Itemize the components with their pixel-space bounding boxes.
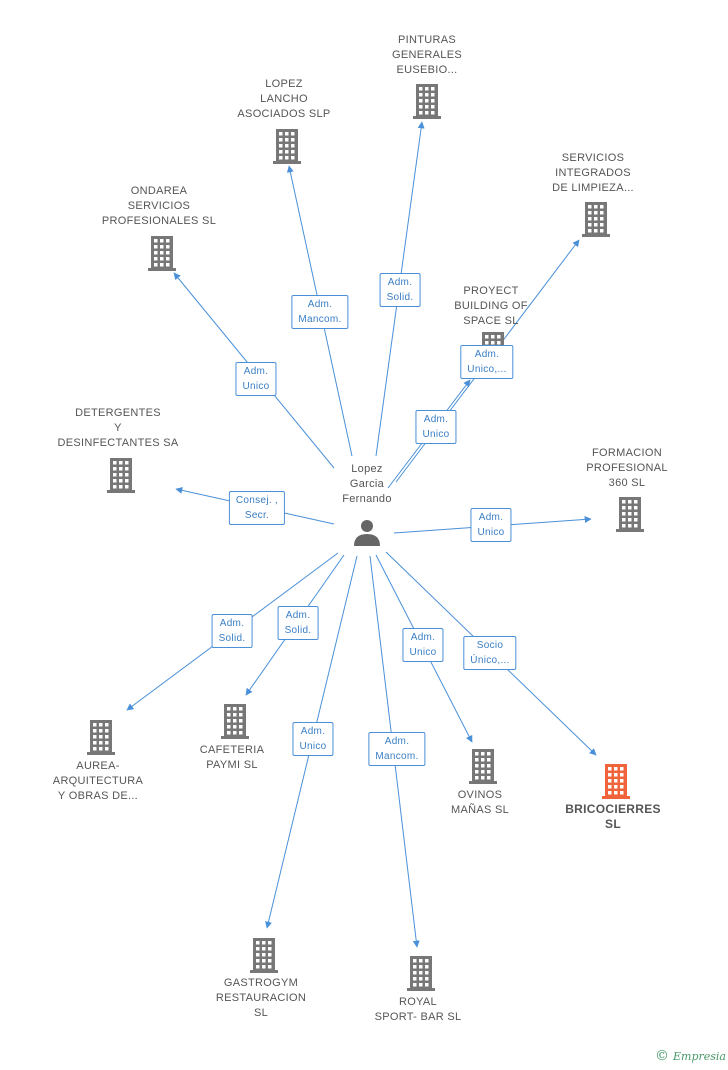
node-label-formacion[interactable]: FORMACION PROFESIONAL 360 SL [586, 447, 668, 489]
building-icon-formacion[interactable] [616, 497, 644, 532]
building-icon-servicios[interactable] [582, 202, 610, 237]
building-icon-aurea[interactable] [87, 720, 115, 755]
node-label-detergentes[interactable]: DETERGENTES Y DESINFECTANTES SA [57, 407, 179, 449]
edge-label-ondarea[interactable]: Adm. Unico [235, 362, 277, 396]
node-label-proyect[interactable]: PROYECT BUILDING OF SPACE SL [454, 285, 528, 327]
edge-label-bricocierres[interactable]: Socio Único,... [463, 636, 517, 670]
node-label-cafeteria[interactable]: CAFETERIA PAYMI SL [199, 744, 265, 771]
node-label-aurea[interactable]: AUREA- ARQUITECTURA Y OBRAS DE... [52, 760, 144, 802]
building-icon-ondarea[interactable] [148, 236, 176, 271]
edge-label-royal[interactable]: Adm. Mancom. [368, 732, 426, 766]
building-icon-lopez_lancho[interactable] [273, 129, 301, 164]
edge-label-ovinos[interactable]: Adm. Unico [402, 628, 444, 662]
copyright-icon: © [655, 1048, 669, 1064]
building-icon-bricocierres[interactable] [602, 764, 630, 799]
person-icon[interactable] [354, 520, 380, 546]
building-icon-pinturas[interactable] [413, 84, 441, 119]
node-label-gastrogym[interactable]: GASTROGYM RESTAURACION SL [215, 977, 307, 1019]
node-label-royal[interactable]: ROYAL SPORT- BAR SL [374, 996, 462, 1023]
edge-label-lopez_lancho[interactable]: Adm. Mancom. [291, 295, 349, 329]
edges-layer [126, 121, 597, 948]
building-icon-cafeteria[interactable] [221, 704, 249, 739]
node-label-bricocierres[interactable]: BRICOCIERRES SL [565, 802, 661, 831]
brand-footer: © Empresia [655, 1048, 726, 1064]
node-label-ovinos[interactable]: OVINOS MAÑAS SL [450, 789, 510, 816]
building-icon-gastrogym[interactable] [250, 938, 278, 973]
edge-label-pinturas[interactable]: Adm. Solid. [379, 273, 421, 307]
building-icon-detergentes[interactable] [107, 458, 135, 493]
edge-label-cafeteria[interactable]: Adm. Solid. [277, 606, 319, 640]
edge-label-formacion[interactable]: Adm. Unico [470, 508, 512, 542]
edge-label-proyect[interactable]: Adm. Unico [415, 410, 457, 444]
building-icon-royal[interactable] [407, 956, 435, 991]
node-label-ondarea[interactable]: ONDAREA SERVICIOS PROFESIONALES SL [101, 185, 217, 227]
edge-label-servicios[interactable]: Adm. Unico,... [460, 345, 514, 379]
node-label-pinturas[interactable]: PINTURAS GENERALES EUSEBIO... [392, 34, 462, 76]
center-person-label: Lopez Garcia Fernando [342, 463, 392, 505]
node-label-servicios[interactable]: SERVICIOS INTEGRADOS DE LIMPIEZA... [552, 152, 634, 194]
brand-name: Empresia [673, 1050, 726, 1063]
node-label-lopez_lancho[interactable]: LOPEZ LANCHO ASOCIADOS SLP [237, 78, 331, 120]
edge-label-detergentes[interactable]: Consej. , Secr. [228, 491, 286, 525]
building-icon-ovinos[interactable] [469, 749, 497, 784]
edge-label-gastrogym[interactable]: Adm. Unico [292, 722, 334, 756]
icons-layer [87, 84, 644, 991]
edge-label-aurea[interactable]: Adm. Solid. [211, 614, 253, 648]
